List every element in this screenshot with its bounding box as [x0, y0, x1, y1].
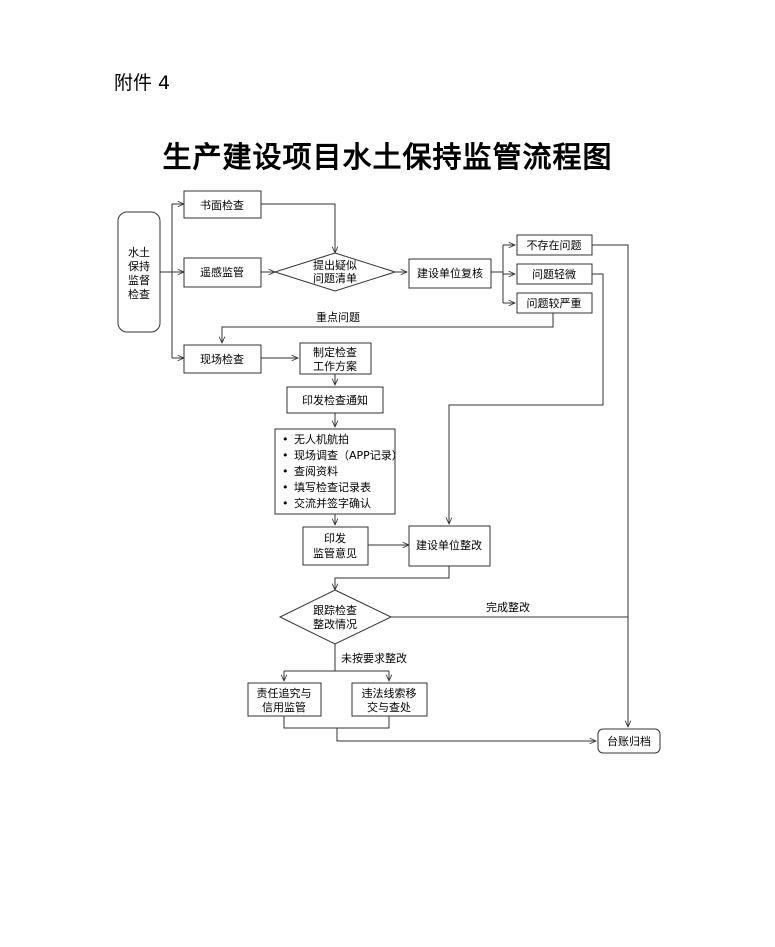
- node-track-line: 整改情况: [313, 617, 357, 631]
- node-plan-line: 制定检查: [313, 345, 357, 359]
- node-opinion-line: 印发: [324, 531, 346, 545]
- node-minor-problem-label: 问题轻微: [532, 267, 576, 281]
- node-remote-sensing-label: 遥感监管: [200, 265, 244, 279]
- node-opinion: 印发 监管意见: [302, 526, 369, 566]
- node-no-problem-label: 不存在问题: [527, 238, 582, 252]
- node-track: 跟踪检查 整改情况: [278, 589, 393, 645]
- node-issue-list-line: 问题清单: [313, 272, 357, 285]
- node-minor-problem: 问题轻微: [516, 263, 593, 285]
- edge-label-key-issue: 重点问题: [316, 310, 360, 324]
- node-unit-review-label: 建设单位复核: [417, 266, 483, 280]
- node-rectify: 建设单位整改: [408, 525, 491, 567]
- node-unit-review: 建设单位复核: [408, 258, 492, 289]
- node-issue-list: 提出疑似 问题清单: [273, 252, 397, 292]
- node-rectify-label: 建设单位整改: [416, 538, 482, 552]
- node-opinion-line: 监管意见: [313, 546, 357, 560]
- node-archive-label: 台账归档: [607, 734, 651, 748]
- node-track-line: 跟踪检查: [313, 603, 357, 617]
- node-transfer: 违法线索移 交与查处: [351, 682, 428, 717]
- task-item: 填写检查记录表: [294, 480, 371, 494]
- edge-label-completed: 完成整改: [486, 600, 530, 614]
- task-bullet: •: [282, 449, 289, 462]
- node-notice-label: 印发检查通知: [302, 393, 368, 407]
- task-item: 交流并签字确认: [294, 496, 371, 510]
- task-bullet: •: [282, 481, 289, 494]
- task-bullet: •: [282, 465, 289, 478]
- task-bullet: •: [282, 433, 289, 446]
- node-transfer-line: 交与查处: [367, 700, 411, 714]
- node-accountability: 责任追究与 信用监管: [247, 682, 322, 717]
- attachment-label: 附件 4: [114, 72, 171, 94]
- node-start-line: 监督: [128, 273, 150, 287]
- page-title: 生产建设项目水土保持监管流程图: [162, 140, 613, 174]
- node-paper-check: 书面检查: [183, 190, 262, 219]
- connectors: [160, 204, 628, 741]
- node-paper-check-label: 书面检查: [200, 198, 244, 212]
- node-start-line: 水土: [128, 246, 150, 259]
- task-item: 无人机航拍: [294, 432, 349, 446]
- node-archive: 台账归档: [597, 728, 661, 754]
- node-serious-problem: 问题较严重: [516, 292, 593, 314]
- task-bullet: •: [282, 497, 289, 510]
- node-task-list: • 无人机航拍 • 现场调查（APP记录） • 查阅资料 • 填写检查记录表 •…: [274, 428, 403, 515]
- node-issue-list-line: 提出疑似: [313, 258, 357, 272]
- node-no-problem: 不存在问题: [516, 234, 593, 256]
- node-start-line: 保持: [128, 259, 150, 273]
- node-remote-sensing: 遥感监管: [183, 257, 262, 288]
- node-transfer-line: 违法线索移: [362, 686, 417, 700]
- task-item: 现场调查（APP记录）: [294, 448, 403, 462]
- node-accountability-line: 信用监管: [262, 700, 306, 714]
- node-start: 水土 保持 监督 检查: [117, 211, 161, 333]
- edge-label-not-rectified: 未按要求整改: [341, 651, 407, 665]
- node-plan: 制定检查 工作方案: [299, 342, 372, 375]
- node-site-check: 现场检查: [183, 344, 262, 374]
- node-serious-problem-label: 问题较严重: [527, 296, 582, 310]
- node-accountability-line: 责任追究与: [257, 686, 312, 700]
- node-site-check-label: 现场检查: [200, 352, 244, 366]
- task-item: 查阅资料: [294, 464, 338, 478]
- node-start-line: 检查: [128, 287, 150, 301]
- node-plan-line: 工作方案: [313, 359, 357, 373]
- node-notice: 印发检查通知: [286, 386, 384, 414]
